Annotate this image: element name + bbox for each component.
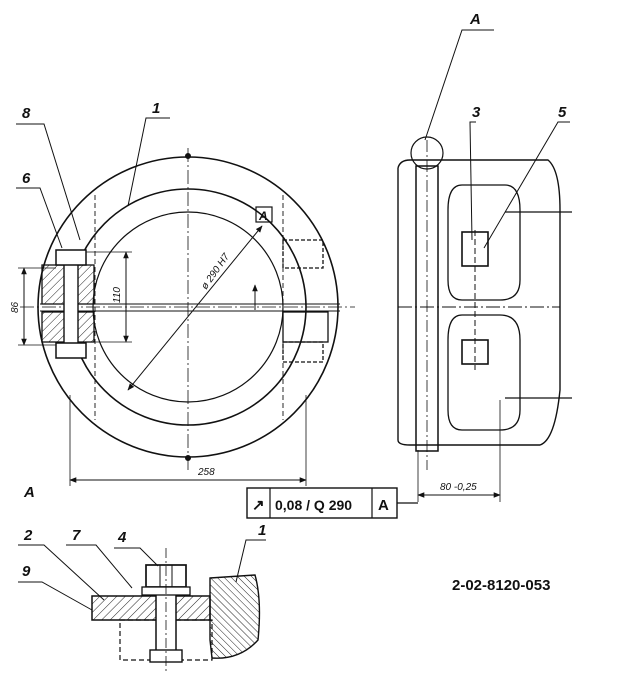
dim-86-text: 86 [10, 301, 21, 313]
leader-6 [16, 187, 63, 249]
label-9: 9 [22, 563, 31, 580]
side-view [397, 29, 572, 502]
tolerance-datum: A [378, 497, 389, 514]
leader-4 [114, 547, 159, 567]
left-nut-top [55, 249, 87, 266]
tolerance-value: 0,08 / Q 290 [275, 497, 352, 513]
label-7: 7 [72, 527, 81, 544]
label-8: 8 [22, 105, 31, 122]
label-a-ring: A [258, 209, 268, 223]
right-clamp-lower [282, 341, 324, 363]
hidden-lines [94, 195, 284, 420]
ring-section [209, 574, 261, 659]
label-3: 3 [472, 104, 481, 121]
drawing-number: 2-02-8120-053 [452, 577, 550, 594]
label-a-top: A [469, 11, 481, 28]
detail-a-circle [410, 136, 444, 170]
side-body [397, 159, 561, 446]
tolerance-frame: ↗ 0,08 / Q 290 A [246, 487, 418, 519]
label-a-section: A [23, 484, 35, 501]
label-1: 1 [152, 100, 160, 117]
left-nut-bottom [55, 342, 87, 359]
right-clamp-box [282, 311, 329, 343]
front-view [16, 117, 355, 486]
lower-body [119, 619, 213, 661]
tolerance-symbol: ↗ [252, 497, 265, 514]
leader-1 [127, 117, 170, 207]
label-5: 5 [558, 104, 567, 121]
leader-3 [469, 121, 476, 241]
upper-slot [447, 184, 521, 301]
left-bolt-shank [63, 254, 79, 356]
label-4: 4 [117, 529, 127, 546]
dim-bore-text: ø 290 H7 [199, 251, 232, 291]
dim-80-text: 80 -0,25 [440, 482, 477, 493]
label-1b: 1 [258, 522, 266, 539]
leader-7 [66, 544, 133, 589]
bore-dimension-line [127, 225, 263, 391]
section-a-view [18, 539, 266, 672]
right-clamp-upper [282, 239, 324, 269]
leader-a-top [424, 29, 494, 141]
top-dot [185, 153, 192, 160]
label-6: 6 [22, 170, 31, 187]
dim-258-text: 258 [197, 467, 215, 478]
bottom-dot [185, 454, 192, 461]
lower-slot [447, 314, 521, 431]
dim-110-text: 110 [112, 287, 123, 303]
leader-1b [235, 539, 266, 583]
clamp-plate [91, 595, 211, 621]
leader-5 [483, 121, 570, 249]
shaft-right [505, 211, 572, 399]
leader-8 [16, 123, 81, 241]
label-2: 2 [23, 527, 33, 544]
leader-9 [18, 581, 93, 611]
leader-2 [18, 544, 105, 601]
datum-a-box [255, 206, 273, 223]
